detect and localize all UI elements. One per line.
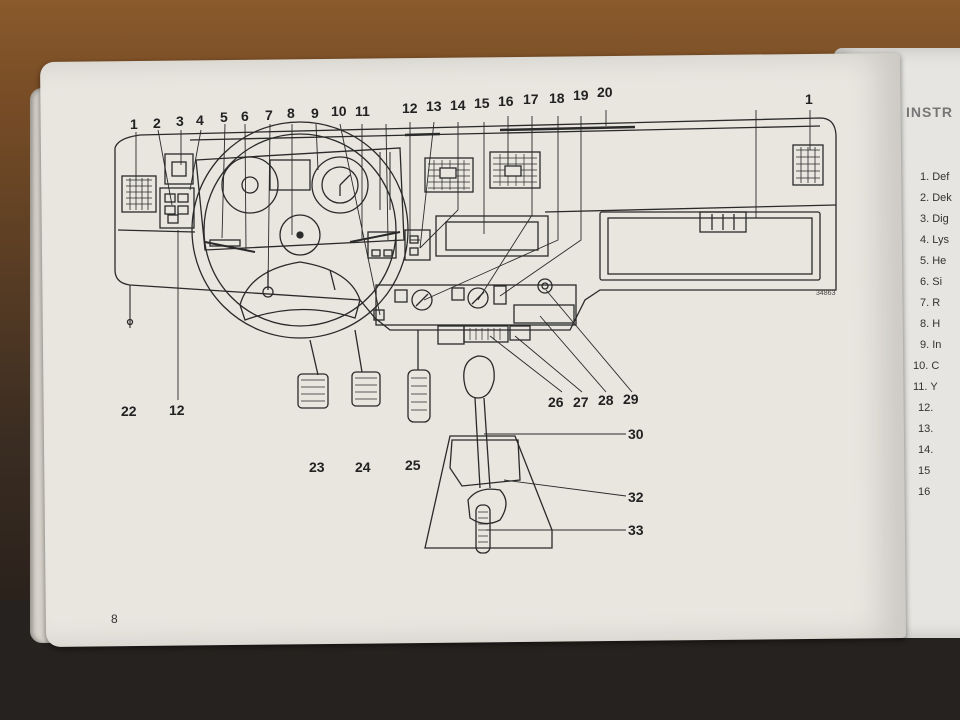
callout-6: 6 xyxy=(241,108,249,124)
callout-17: 17 xyxy=(523,91,539,107)
brake-pedal xyxy=(351,371,381,407)
heater-knob-1 xyxy=(411,289,433,311)
glovebox xyxy=(599,211,821,281)
list-item: 5. He xyxy=(920,255,947,267)
list-item: 10. C xyxy=(913,360,940,372)
list-item: 9. In xyxy=(920,339,942,351)
callout-18: 18 xyxy=(549,90,565,106)
right-page-title: INSTR xyxy=(906,104,953,120)
left-vent xyxy=(121,175,157,213)
callout-22: 22 xyxy=(121,403,137,419)
callout-30: 30 xyxy=(628,426,644,442)
callout-28: 28 xyxy=(598,392,614,408)
windscreen-line-2 xyxy=(404,132,441,137)
steering-wheel-hub xyxy=(279,214,321,256)
page-number: 8 xyxy=(111,612,118,626)
callout-9: 9 xyxy=(311,105,319,121)
leader-lines xyxy=(135,110,811,531)
gear-console xyxy=(424,435,553,549)
heater-knob-2 xyxy=(467,287,489,309)
heater-panel xyxy=(375,284,577,326)
dashboard-upper-line xyxy=(189,125,821,141)
steering-wheel-spoke xyxy=(239,261,361,321)
callout-8: 8 xyxy=(287,105,295,121)
callout-14: 14 xyxy=(450,97,466,113)
switch-center-2 xyxy=(404,229,431,261)
gear-shaft xyxy=(474,397,491,489)
callout-20: 20 xyxy=(597,84,613,100)
callout-4: 4 xyxy=(196,112,204,128)
callout-32: 32 xyxy=(628,489,644,505)
dashboard-lower-line-2 xyxy=(544,204,837,213)
callout-26: 26 xyxy=(548,394,564,410)
right-vent xyxy=(792,144,824,186)
callout-24: 24 xyxy=(355,459,371,475)
center-vent-left xyxy=(424,157,474,193)
callout-12: 12 xyxy=(402,100,418,116)
steering-wheel-inner xyxy=(203,133,397,327)
accelerator-pedal xyxy=(407,369,431,423)
callout-13: 13 xyxy=(426,98,442,114)
callout-19: 19 xyxy=(573,87,589,103)
glovebox-handle xyxy=(699,211,747,233)
callout-33: 33 xyxy=(628,522,644,538)
clutch-pedal xyxy=(297,373,329,409)
callout-10: 10 xyxy=(331,103,347,119)
handbrake xyxy=(475,504,491,554)
callout-2: 2 xyxy=(153,115,161,131)
callout-12-lower: 12 xyxy=(169,402,185,418)
callout-29: 29 xyxy=(623,391,639,407)
callout-3: 3 xyxy=(176,113,184,129)
speedometer xyxy=(221,156,279,214)
instrument-cluster xyxy=(195,147,405,251)
callout-23: 23 xyxy=(309,459,325,475)
callout-25: 25 xyxy=(405,457,421,473)
list-item: 1. Def xyxy=(920,171,950,183)
list-item: 2. Dek xyxy=(920,192,952,204)
gear-knob xyxy=(463,355,495,399)
dashboard-outline xyxy=(114,117,837,331)
callout-1: 1 xyxy=(130,116,138,132)
left-vent-grille xyxy=(126,178,152,210)
callout-7: 7 xyxy=(265,107,273,123)
list-item: 3. Dig xyxy=(920,213,949,225)
list-item: 4. Lys xyxy=(920,234,949,246)
callout-16: 16 xyxy=(498,93,514,109)
figure-id: 34863 xyxy=(816,290,836,297)
radio-slot xyxy=(435,215,549,257)
callout-15: 15 xyxy=(474,95,490,111)
list-item: 6. Si xyxy=(920,276,943,288)
digital-clock-box xyxy=(164,153,194,185)
switch-center-1 xyxy=(367,231,397,259)
callout-11: 11 xyxy=(355,103,370,119)
list-item: 12. xyxy=(918,402,934,414)
list-item: 13. xyxy=(918,423,934,435)
list-item: 7. R xyxy=(920,297,941,309)
clock xyxy=(311,156,369,214)
list-item: 16 xyxy=(918,486,931,498)
callout-27: 27 xyxy=(573,394,589,410)
center-vent-right xyxy=(489,151,541,189)
callout-5: 5 xyxy=(220,109,228,125)
list-item: 8. H xyxy=(920,318,941,330)
callout-1-right: 1 xyxy=(805,91,813,107)
windscreen-line xyxy=(499,125,636,132)
pedal-stem-left xyxy=(309,339,319,376)
list-item: 14. xyxy=(918,444,934,456)
list-item: 15 xyxy=(918,465,931,477)
ashtray xyxy=(513,304,575,324)
list-item: 11. Y xyxy=(913,381,938,393)
cigarette-lighter xyxy=(537,278,553,294)
dashboard-lower-line xyxy=(117,229,196,233)
